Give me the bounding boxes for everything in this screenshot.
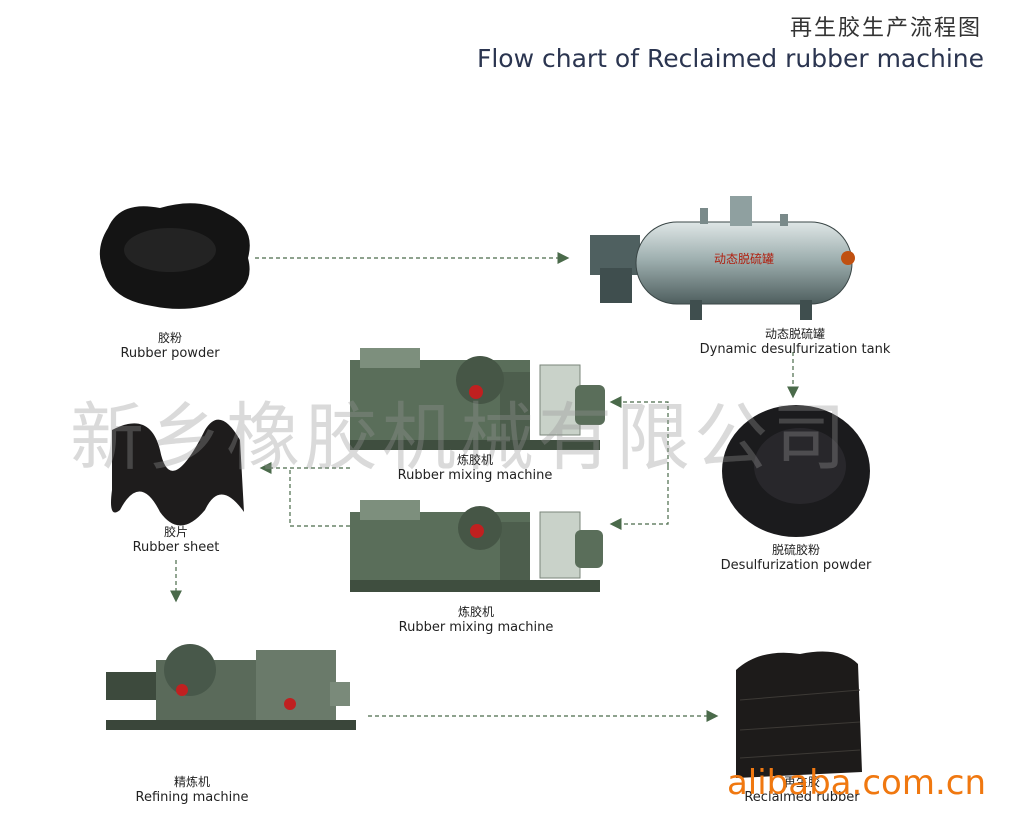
title-chinese: 再生胶生产流程图 [789, 16, 982, 41]
label-rubber-powder: 胶粉 Rubber powder [120, 331, 220, 361]
label-desulfurization-tank: 动态脱硫罐 Dynamic desulfurization tank [699, 327, 891, 357]
flow-arrows [170, 252, 799, 722]
mixing-machine-1-image [350, 348, 605, 450]
tank-marking: 动态脱硫罐 [714, 251, 774, 266]
rubber-powder-image [99, 203, 250, 309]
label-reclaimed-rubber: 再生胶 Reclaimed rubber [744, 775, 860, 805]
desulfurization-tank-image: 动态脱硫罐 [590, 196, 855, 320]
label-rubber-sheet: 胶片 Rubber sheet [132, 525, 220, 555]
rubber-sheet-image [111, 419, 244, 526]
arrow-desulf-to-mixer-1 [609, 396, 669, 466]
watermark-text: 新乡橡胶机械有限公司 [70, 395, 850, 481]
arrow-desulf-to-mixer-2 [609, 466, 669, 530]
brand-watermark: alibaba.com.cn [726, 763, 986, 803]
mixing-machine-2-image [350, 500, 603, 592]
refining-machine-image [106, 644, 356, 730]
label-desulfurization-powder: 脱硫胶粉 Desulfurization powder [720, 543, 872, 573]
title-english: Flow chart of Reclaimed rubber machine [476, 44, 984, 73]
label-mixing-machine-2: 炼胶机 Rubber mixing machine [398, 605, 554, 635]
label-mixing-machine-1: 炼胶机 Rubber mixing machine [397, 453, 553, 483]
reclaimed-rubber-image [736, 651, 862, 778]
arrow-mixer-2-to-sheet [289, 468, 350, 527]
label-refining-machine: 精炼机 Refining machine [135, 775, 249, 805]
desulfurization-powder-image [722, 405, 870, 537]
